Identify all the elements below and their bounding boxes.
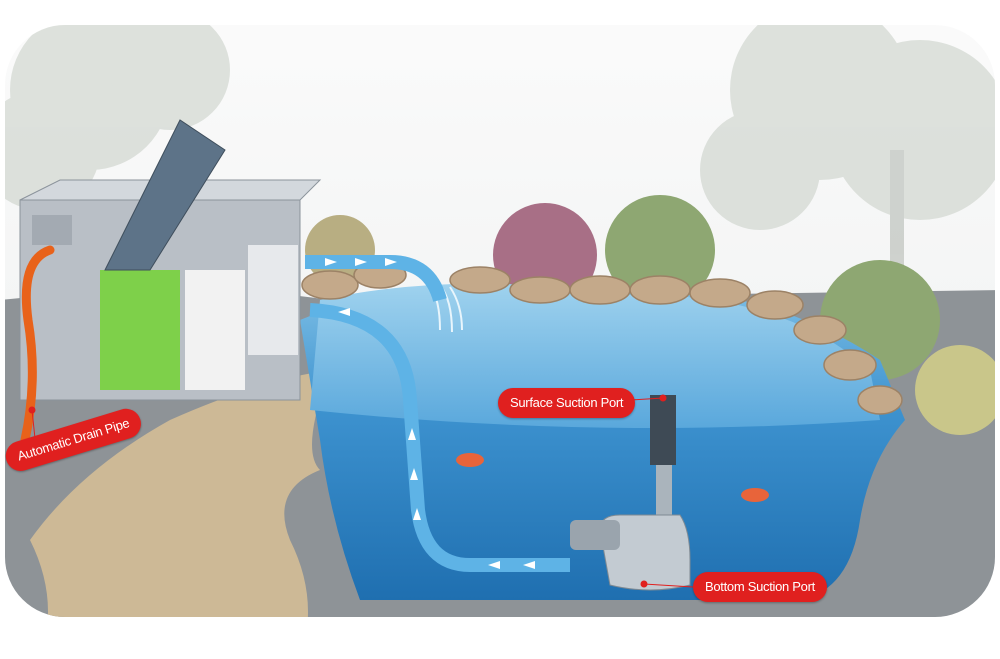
drain-pipe (20, 245, 55, 445)
skimmer-pump (570, 395, 691, 591)
filter-unit (19, 119, 322, 401)
white-filter-brushes (185, 270, 245, 390)
drum-screen-ramp (104, 119, 226, 271)
green-filter-media (100, 270, 180, 390)
sand-path (30, 370, 330, 617)
bottom-suction-port-label: Bottom Suction Port (693, 572, 827, 602)
koi-fish (456, 453, 769, 502)
rock-border (301, 261, 903, 415)
suction-pipe (309, 303, 570, 572)
bio-balls-chamber (248, 245, 298, 355)
surface-suction-port (650, 395, 676, 465)
surface-suction-port-label: Surface Suction Port (498, 388, 636, 418)
bottom-suction-port (599, 514, 691, 591)
background-trees (5, 25, 995, 310)
flow-arrows (325, 258, 535, 569)
shrubs (305, 195, 995, 435)
